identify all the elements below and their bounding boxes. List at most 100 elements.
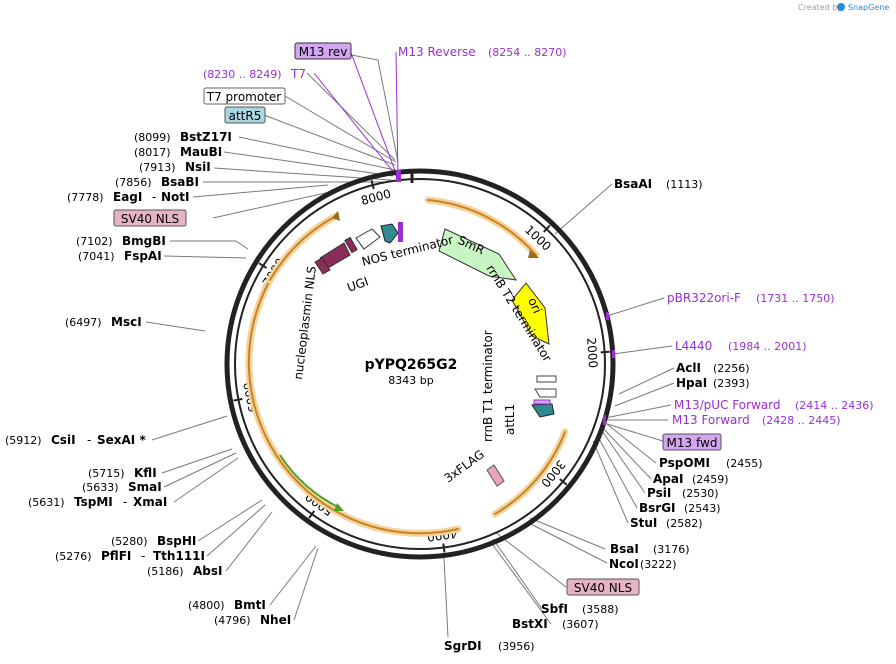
leader-bstxi: [489, 540, 552, 625]
site-sep: -: [152, 190, 156, 204]
attl1-primer-mark: [533, 399, 551, 405]
tick-mark: [258, 262, 268, 269]
leader-sbfi: [492, 538, 543, 610]
ori-label: ori: [525, 296, 544, 316]
primer-line-t7: [313, 72, 399, 179]
site-pos: (2455): [726, 457, 763, 470]
site-pos: (5633): [82, 481, 119, 494]
leader-tspmi: [173, 457, 239, 503]
leader-maubi: [223, 151, 394, 177]
ugi-label: UGI: [345, 274, 370, 295]
site-pos: (2256): [713, 362, 750, 375]
site-pos: (7856): [115, 176, 152, 189]
site-name: SmaI: [128, 480, 162, 494]
leader-apai: [599, 424, 652, 480]
plasmid-length: 8343 bp: [388, 374, 433, 387]
tick-mark: [233, 397, 243, 402]
arc-3000: [494, 431, 566, 515]
m13-reverse-range: (8254 .. 8270): [488, 46, 567, 59]
site-name: EagI: [113, 190, 142, 204]
site-pos: (7913): [139, 161, 176, 174]
leader-msci: [145, 321, 206, 332]
site-pos: (4800): [188, 599, 225, 612]
m13-fwd-label: M13 fwd: [667, 436, 718, 450]
site-name: MscI: [111, 315, 142, 329]
pbr322-primer-mark: [606, 312, 609, 320]
m13fwd-primer-mark: [603, 415, 606, 425]
nls-small-feature: [314, 257, 331, 275]
site-pos: (8017): [134, 146, 171, 159]
leader-m13fwd-box: [606, 423, 664, 442]
leader-t7-promoter: [284, 95, 397, 163]
site-pos: (5276): [55, 550, 92, 563]
leader-sv40nls-top: [212, 191, 331, 219]
leader-t7: [306, 72, 396, 161]
site-pos: (2530): [682, 487, 719, 500]
site-name: FspAI: [124, 249, 162, 263]
left-sites: (8099) BstZ17I (8017) MauBI (7913) NsiI …: [5, 130, 291, 627]
rrnb-t2-feature: [536, 375, 557, 383]
pbr322-name: pBR322ori-F: [667, 291, 741, 305]
watermark-text: Created by: [798, 3, 842, 12]
site-name: AbsI: [193, 564, 222, 578]
flag-feature: [486, 464, 505, 487]
site-name: SbfI: [541, 602, 568, 616]
site-name: CsiI: [51, 433, 76, 447]
nos-primer-mark: [398, 222, 403, 242]
leader-pflfi: [206, 504, 266, 557]
site-name: AclI: [676, 361, 701, 375]
site-sep: -: [123, 495, 127, 509]
primer-labels: M13 Reverse (8254 .. 8270) (8230 .. 8249…: [203, 45, 874, 427]
arc-left-big: [247, 279, 459, 535]
l4440-range: (1984 .. 2001): [728, 340, 807, 353]
leader-l4440: [612, 345, 673, 355]
leader-csii: [151, 415, 228, 441]
site-name: BsrGI: [639, 501, 676, 515]
site-name-2: XmaI: [133, 495, 167, 509]
site-name: BmgBI: [122, 234, 166, 248]
arc-1000: [427, 199, 537, 256]
tick-mark: [370, 180, 375, 190]
site-name: BstXI: [512, 617, 548, 631]
site-pos: (3176): [653, 543, 690, 556]
t7-name: T7: [290, 67, 306, 81]
tick-mark: [559, 478, 568, 486]
leader-bstz17i: [238, 136, 396, 171]
site-name: SgrDI: [444, 639, 482, 653]
site-name: BstZ17I: [180, 130, 232, 144]
attl1-feature: [531, 403, 555, 418]
features: [314, 170, 615, 487]
flag-label: 3xFLAG: [442, 447, 487, 485]
site-pos: (5280): [111, 535, 148, 548]
m13-puc-range: (2414 .. 2436): [795, 399, 874, 412]
site-pos: (5186): [147, 565, 184, 578]
tick-label: 8000: [359, 187, 392, 208]
site-pos: (2543): [684, 502, 721, 515]
site-name: KflI: [134, 466, 157, 480]
site-name: StuI: [630, 516, 657, 530]
site-pos: (2459): [692, 473, 729, 486]
site-pos: (3956): [498, 640, 535, 653]
nucleoplasmin-nls-label: nucleoplasmin NLS: [291, 265, 319, 380]
t7-range: (8230 .. 8249): [203, 68, 282, 81]
site-pos: (7102): [76, 235, 113, 248]
primer-lines: [313, 49, 399, 181]
primer-line-m13-rev-box: [349, 49, 398, 177]
site-name: BspHI: [157, 534, 196, 548]
site-name: PspOMI: [659, 456, 710, 470]
leader-ncoi: [526, 521, 608, 564]
t7-promoter-box: [203, 87, 286, 105]
site-pos: (5715): [88, 467, 125, 480]
site-pos: (8099): [134, 131, 171, 144]
l4440-primer-mark: [612, 350, 615, 358]
m13-reverse-name: M13 Reverse: [398, 45, 476, 59]
sv40-nls-top-feature: [344, 236, 358, 254]
leader-hpai: [614, 382, 675, 407]
arc-top-left-arrowhead: [332, 211, 340, 221]
leader-pbr322: [606, 297, 665, 317]
backbone: [224, 168, 616, 560]
site-sep: -: [141, 549, 145, 563]
snapgene-logo-icon: [837, 3, 845, 11]
site-pos: (5912): [5, 434, 42, 447]
